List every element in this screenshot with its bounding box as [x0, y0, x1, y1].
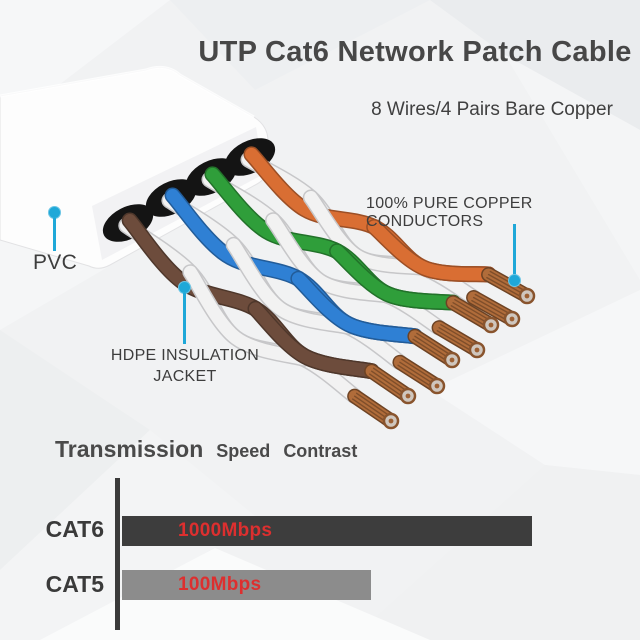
copper-conductors-label: 100% PURE COPPER CONDUCTORS	[366, 195, 533, 230]
cable-photo	[0, 65, 536, 430]
chart-title-word-1: Transmission	[55, 436, 204, 462]
chart-category-cat5: CAT5	[45, 571, 104, 597]
pvc-label: PVC	[32, 251, 78, 274]
hdpe-label-line2: JACKET	[153, 368, 217, 385]
copper-pointer-dot	[508, 274, 521, 287]
chart-title-word-3: Contrast	[283, 441, 358, 461]
hdpe-insulation-label: HDPE INSULATION JACKET	[85, 345, 285, 387]
pvc-pointer-line	[53, 218, 56, 251]
chart-title-word-2: Speed	[216, 441, 271, 461]
page-subtitle: 8 Wires/4 Pairs Bare Copper	[371, 99, 613, 120]
hdpe-label-line1: HDPE INSULATION	[110, 347, 260, 364]
chart-value-cat5: 100Mbps	[178, 574, 262, 595]
chart-bar-cat6: 1000Mbps	[122, 516, 532, 546]
chart-bar-cat5: 100Mbps	[122, 570, 371, 600]
hdpe-pointer-dot	[178, 281, 191, 294]
chart-title: Transmission Speed Contrast	[55, 436, 357, 463]
hdpe-pointer-line	[183, 293, 186, 344]
page-title: UTP Cat6 Network Patch Cable	[198, 36, 632, 68]
chart-axis-line	[115, 478, 120, 630]
chart-value-cat6: 1000Mbps	[178, 520, 273, 541]
pvc-pointer-dot	[48, 206, 61, 219]
chart-category-cat6: CAT6	[45, 516, 104, 542]
copper-pointer-line	[513, 224, 516, 276]
